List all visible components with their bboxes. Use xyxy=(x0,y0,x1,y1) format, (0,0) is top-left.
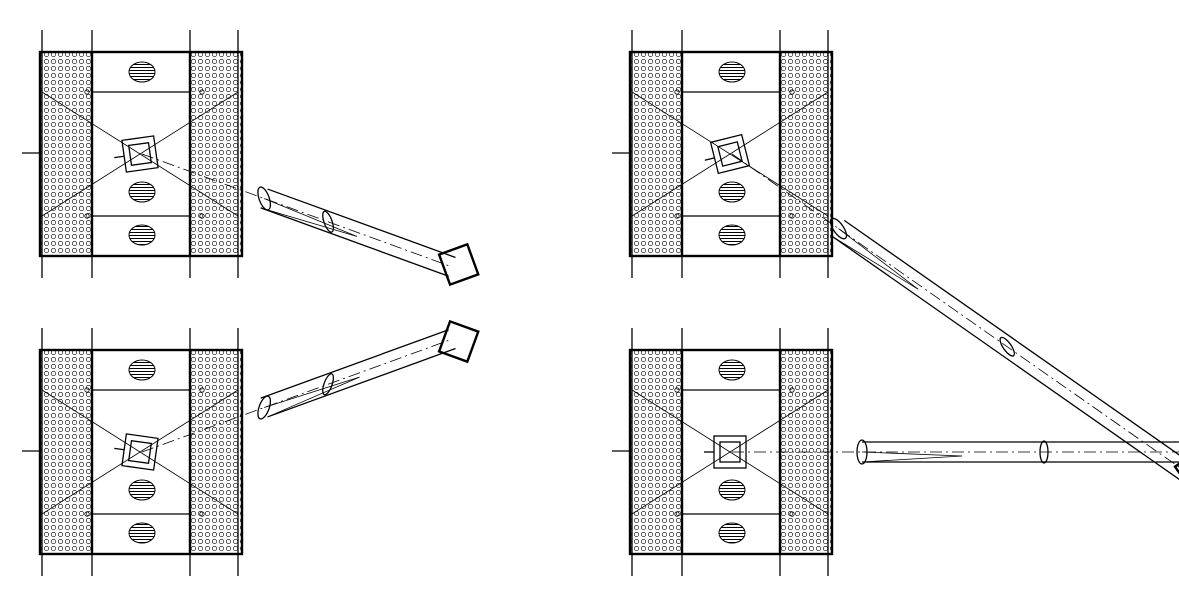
conveyor-centerline xyxy=(141,338,453,453)
conveyor-tube-edge xyxy=(260,207,449,277)
perforated-panel-left xyxy=(631,53,681,255)
bin-outline xyxy=(628,50,834,258)
bolt-marker xyxy=(84,387,90,393)
hatch-bottom xyxy=(718,522,746,544)
hatch-bottom xyxy=(718,224,746,246)
hopper-neck xyxy=(704,157,715,161)
bolt-marker xyxy=(789,213,795,219)
bin-outline xyxy=(38,348,244,556)
conveyor-inlet-ring xyxy=(829,217,848,240)
hatch-bottom xyxy=(128,522,156,544)
hatch-middle xyxy=(128,181,156,203)
view-bottom-right xyxy=(612,328,1179,576)
bolt-marker xyxy=(84,511,90,517)
conveyor-arm xyxy=(141,153,480,287)
bolt-marker xyxy=(674,89,680,95)
hatch-middle xyxy=(718,479,746,501)
drive-head xyxy=(437,319,480,364)
diagonal xyxy=(41,389,239,515)
hopper xyxy=(114,135,159,173)
perforated-panel-right xyxy=(781,53,831,255)
bolt-marker xyxy=(674,387,680,393)
hatch-top xyxy=(128,359,156,381)
bolt-marker xyxy=(789,511,795,517)
support-strut xyxy=(861,455,963,463)
hopper-neck xyxy=(114,155,125,159)
hatch-top xyxy=(718,359,746,381)
hatch-middle xyxy=(718,181,746,203)
support-strut xyxy=(260,207,357,237)
bolt-marker xyxy=(789,387,795,393)
hatch-top xyxy=(128,61,156,83)
hopper-inner xyxy=(127,439,153,465)
view-bottom-left xyxy=(22,319,480,576)
bolt-marker xyxy=(789,89,795,95)
conveyor-tube-edge xyxy=(267,188,456,259)
plan-views-group xyxy=(22,30,1179,576)
bolt-marker xyxy=(84,213,90,219)
support-strut xyxy=(861,451,963,457)
conveyor-tube-edge xyxy=(832,236,1179,480)
view-top-left xyxy=(22,30,480,287)
support-strut xyxy=(267,376,360,418)
conveyor-joint xyxy=(999,336,1015,357)
perforated-panel-right xyxy=(191,53,241,255)
conveyor-joint xyxy=(322,373,335,396)
diagonal xyxy=(631,91,829,217)
bolt-marker xyxy=(199,213,205,219)
bin-outline xyxy=(38,50,244,258)
conveyor-joint xyxy=(322,210,335,233)
hopper-box xyxy=(709,133,751,175)
conveyor-tube-edge xyxy=(267,347,456,418)
hopper-neck xyxy=(114,447,125,451)
hatch-bottom xyxy=(128,224,156,246)
hopper xyxy=(114,433,159,471)
bolt-marker xyxy=(674,213,680,219)
hatch-middle xyxy=(128,479,156,501)
hopper xyxy=(704,133,751,175)
conveyor-centerline xyxy=(141,153,453,268)
drive-head xyxy=(1173,447,1179,495)
conveyor-tube-edge xyxy=(260,329,449,399)
bolt-marker xyxy=(199,511,205,517)
conveyor-arm xyxy=(732,439,1179,465)
perforated-panel-left xyxy=(41,351,91,553)
bolt-marker xyxy=(199,387,205,393)
perforated-panel-left xyxy=(631,351,681,553)
bolt-marker xyxy=(84,89,90,95)
support-strut xyxy=(838,228,919,290)
perforated-panel-left xyxy=(41,53,91,255)
hatch-top xyxy=(718,61,746,83)
diagonal xyxy=(631,389,829,515)
drive-head xyxy=(437,242,480,287)
diagonal xyxy=(41,91,239,217)
conveyor-arm xyxy=(141,319,480,453)
hopper-inner xyxy=(717,141,743,167)
bolt-marker xyxy=(674,511,680,517)
perforated-panel-right xyxy=(191,351,241,553)
conveyor-joint xyxy=(1039,440,1049,464)
support-strut xyxy=(264,198,357,237)
view-top-right xyxy=(612,30,1179,495)
support-strut xyxy=(264,376,360,408)
support-strut xyxy=(832,236,919,290)
hopper-inner xyxy=(127,141,153,167)
conveyor-tube-edge xyxy=(843,219,1179,456)
conveyor-inlet-ring xyxy=(257,395,272,420)
bolt-marker xyxy=(199,89,205,95)
